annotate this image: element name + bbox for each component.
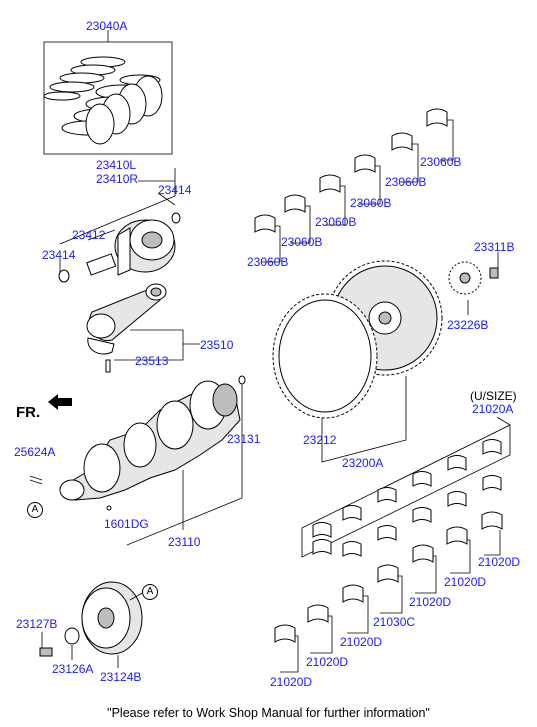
label-21020D-6: 21020D [270,675,313,689]
label-23060B-5: 23060B [281,235,323,249]
label-23410L: 23410L [96,158,137,172]
label-23131: 23131 [227,432,261,446]
label-usize: (U/SIZE) [470,389,517,403]
label-1601DG: 1601DG [104,517,149,531]
ref-a-marker: A [27,502,43,518]
label-23412: 23412 [72,228,106,242]
label-23212: 23212 [303,433,337,447]
label-23226B: 23226B [447,318,489,332]
label-23060B-6: 23060B [247,255,289,269]
label-23124B: 23124B [100,670,142,684]
label-23040A: 23040A [86,19,128,33]
main-bearing-shells [274,511,503,673]
label-23060B-2: 23060B [385,175,427,189]
label-21020A: 21020A [472,402,514,416]
ring-gear [272,293,407,463]
label-21020D-5: 21020D [306,655,349,669]
conrod-bearing-shells [254,108,454,263]
footer-note: "Please refer to Work Shop Manual for fu… [107,706,430,720]
front-marker: FR. [16,404,41,421]
connecting-rod [86,283,200,373]
front-arrow [48,394,72,410]
label-23127B: 23127B [16,617,58,631]
label-21020D-3: 21020D [409,595,452,609]
label-23060B-1: 23060B [420,155,462,169]
label-23060B-4: 23060B [315,215,357,229]
label-23200A: 23200A [342,456,384,470]
label-25624A: 25624A [14,445,56,459]
label-23410R: 23410R [96,172,139,186]
label-23414-top: 23414 [158,183,192,197]
label-21030C: 21030C [373,615,416,629]
piston-assembly [58,168,181,283]
label-23414-left: 23414 [42,248,76,262]
label-23311B: 23311B [474,240,515,254]
label-21020D-4: 21020D [340,635,383,649]
piston-ring-set [43,30,173,155]
label-23110: 23110 [168,535,201,549]
label-23513: 23513 [135,354,169,368]
label-21020D-1: 21020D [478,555,521,569]
label-21020D-2: 21020D [444,575,487,589]
main-bearing-set-box [301,416,511,558]
crankshaft [29,375,246,546]
label-23126A: 23126A [52,662,94,676]
label-23060B-3: 23060B [350,196,392,210]
label-23510: 23510 [200,338,234,352]
damper-pulley [39,581,145,668]
ref-a-marker-pulley: A [142,584,158,600]
